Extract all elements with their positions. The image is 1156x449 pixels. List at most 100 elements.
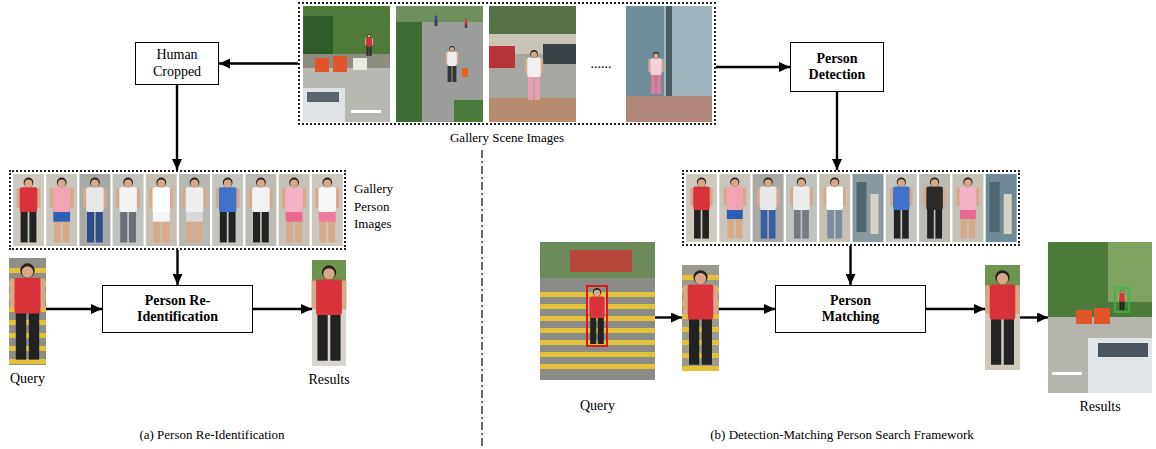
person-crop-photo [13,174,44,246]
person-arm [1015,285,1020,313]
person-hair [653,52,659,58]
photo-region [46,174,77,246]
person-crop-photo [919,174,950,242]
person-arm [17,188,20,207]
photo-region [9,258,46,365]
person-crop-photo [682,265,719,371]
person-face [191,180,199,188]
photo-region [9,359,46,364]
person-face [798,179,805,186]
photo-region [489,98,576,122]
photo-region [753,174,784,242]
person-face [731,179,738,186]
scene-photo [626,6,712,122]
person-face [157,180,165,188]
person-leg [836,208,843,239]
person-torso [186,187,203,212]
person-torso [447,51,457,66]
person-crop-photo [113,174,144,246]
person-face [25,180,33,188]
person-torso [252,187,269,212]
person-face [653,53,658,58]
gallery-person-panel: Gallery Person Images [9,170,346,250]
result-scene-image: Results [1048,242,1152,393]
person-torso [760,187,777,210]
person-crop-photo [9,258,46,365]
person-torso [693,187,710,210]
arrow-connector [849,246,851,285]
photo-region [303,88,345,122]
person-hair [995,270,1009,284]
person-hair [693,270,707,284]
person-face [323,268,334,279]
person-leg [702,208,709,239]
photo-region [985,265,1020,370]
person-arm [923,188,926,206]
photo-region [333,56,347,72]
person-arm [70,188,73,207]
person-leg [535,75,540,100]
photo-region [682,366,719,371]
person-torso [465,20,468,26]
result-image: Results [312,260,346,366]
person-arm [311,281,316,310]
person-crop-photo [179,174,210,246]
person-arm [116,188,119,207]
person-torso [960,187,977,210]
person-arm [365,38,366,45]
person-leg [253,210,260,242]
box-label: Person Detection [797,51,877,83]
person-torso [990,284,1016,319]
person-arm [83,188,86,207]
arrow-connector [655,316,682,318]
person-hair [24,178,34,188]
person-face [531,52,537,58]
photo-region [113,174,144,246]
person-arm [540,59,543,74]
person-face [58,180,66,188]
photo-region [1048,242,1152,317]
photo-region [626,6,664,96]
person-face [22,266,34,278]
person-arm [315,188,318,207]
person-crop-photo [886,174,917,242]
person-face [698,179,705,186]
person-face [368,35,371,38]
photo-region [396,6,422,122]
person-torso [366,37,372,47]
arrow-connector [219,62,298,64]
person-leg [129,210,136,242]
person-leg [528,75,533,100]
person-crop-photo [686,174,717,242]
panel-label: Results [308,372,349,389]
person-torso [86,187,103,212]
person-leg [702,318,712,365]
panel-label: Gallery Scene Images [450,130,564,146]
photo-region [540,352,655,357]
person-hair [1121,290,1124,293]
person-torso [434,16,437,22]
photo-region [540,328,655,333]
person-torso [14,278,40,314]
person-crop-photo [985,265,1020,370]
person-leg [448,64,452,82]
person-arm [10,279,15,308]
arrow-connector [926,308,985,310]
person-hair [435,14,437,16]
person-arm [757,188,760,206]
person-leg [694,208,701,239]
person-arm [50,188,53,207]
arrow-connector [719,308,775,310]
person-arm [183,188,186,207]
photo-region [853,174,884,242]
person-hair [190,178,200,188]
photo-region [1094,308,1110,324]
person-hair [730,177,739,186]
person-arm [713,285,718,313]
photo-region [489,46,515,68]
scene-photo [303,6,390,122]
process-box: Person Re-Identification [102,285,253,333]
person-face [91,180,99,188]
